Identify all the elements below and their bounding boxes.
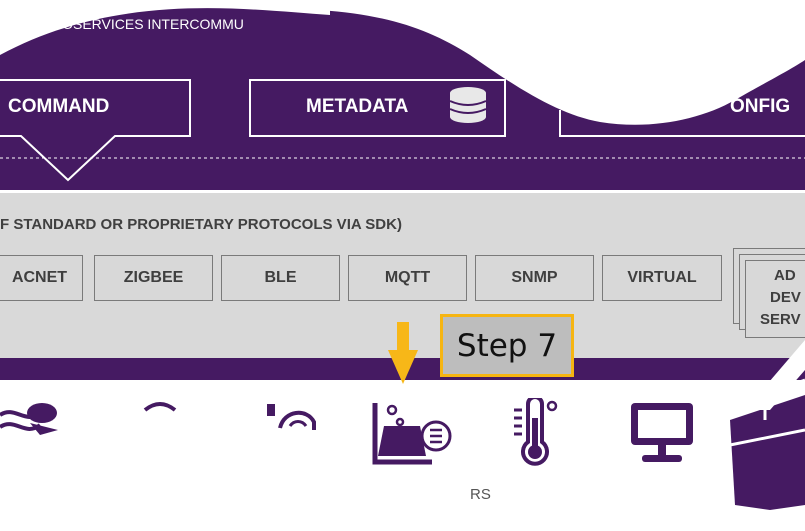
command-label: COMMAND	[8, 96, 110, 117]
config-box	[559, 110, 805, 137]
protocol-zigbee: ZIGBEE	[94, 255, 213, 301]
addev-line-2: DEV	[770, 289, 801, 306]
metadata-box	[249, 79, 506, 137]
toolbox-icon	[729, 340, 805, 510]
additional-device-services-box: AD DEV SERV	[745, 260, 805, 338]
cloud-icon	[143, 402, 177, 412]
config-label: ONFIG	[730, 96, 791, 117]
down-arrow-icon	[388, 322, 418, 384]
wind-turbine-icon	[0, 403, 58, 435]
lab-equipment-icon	[372, 403, 452, 465]
protocol-ble: BLE	[221, 255, 340, 301]
database-icon	[449, 87, 487, 123]
sensor-icon	[267, 404, 316, 430]
monitor-icon	[631, 403, 693, 462]
white-wave-cutout	[320, 0, 805, 125]
protocol-bacnet: ACNET	[0, 255, 83, 301]
protocol-virtual: VIRTUAL	[602, 255, 722, 301]
addev-line-3: SERV	[760, 311, 801, 328]
bottom-partial-label: RS	[470, 486, 491, 503]
banner-title: ROSERVICES INTERCOMMU	[52, 16, 244, 32]
metadata-label: METADATA	[306, 96, 409, 117]
protocol-mqtt: MQTT	[348, 255, 467, 301]
addev-line-1: AD	[774, 267, 796, 284]
thermometer-icon	[514, 398, 558, 466]
protocol-snmp: SNMP	[475, 255, 594, 301]
step-label: Step 7	[440, 314, 574, 377]
white-lower-wave	[0, 386, 720, 531]
command-box	[0, 79, 191, 182]
sdk-title: F STANDARD OR PROPRIETARY PROTOCOLS VIA …	[0, 216, 402, 233]
